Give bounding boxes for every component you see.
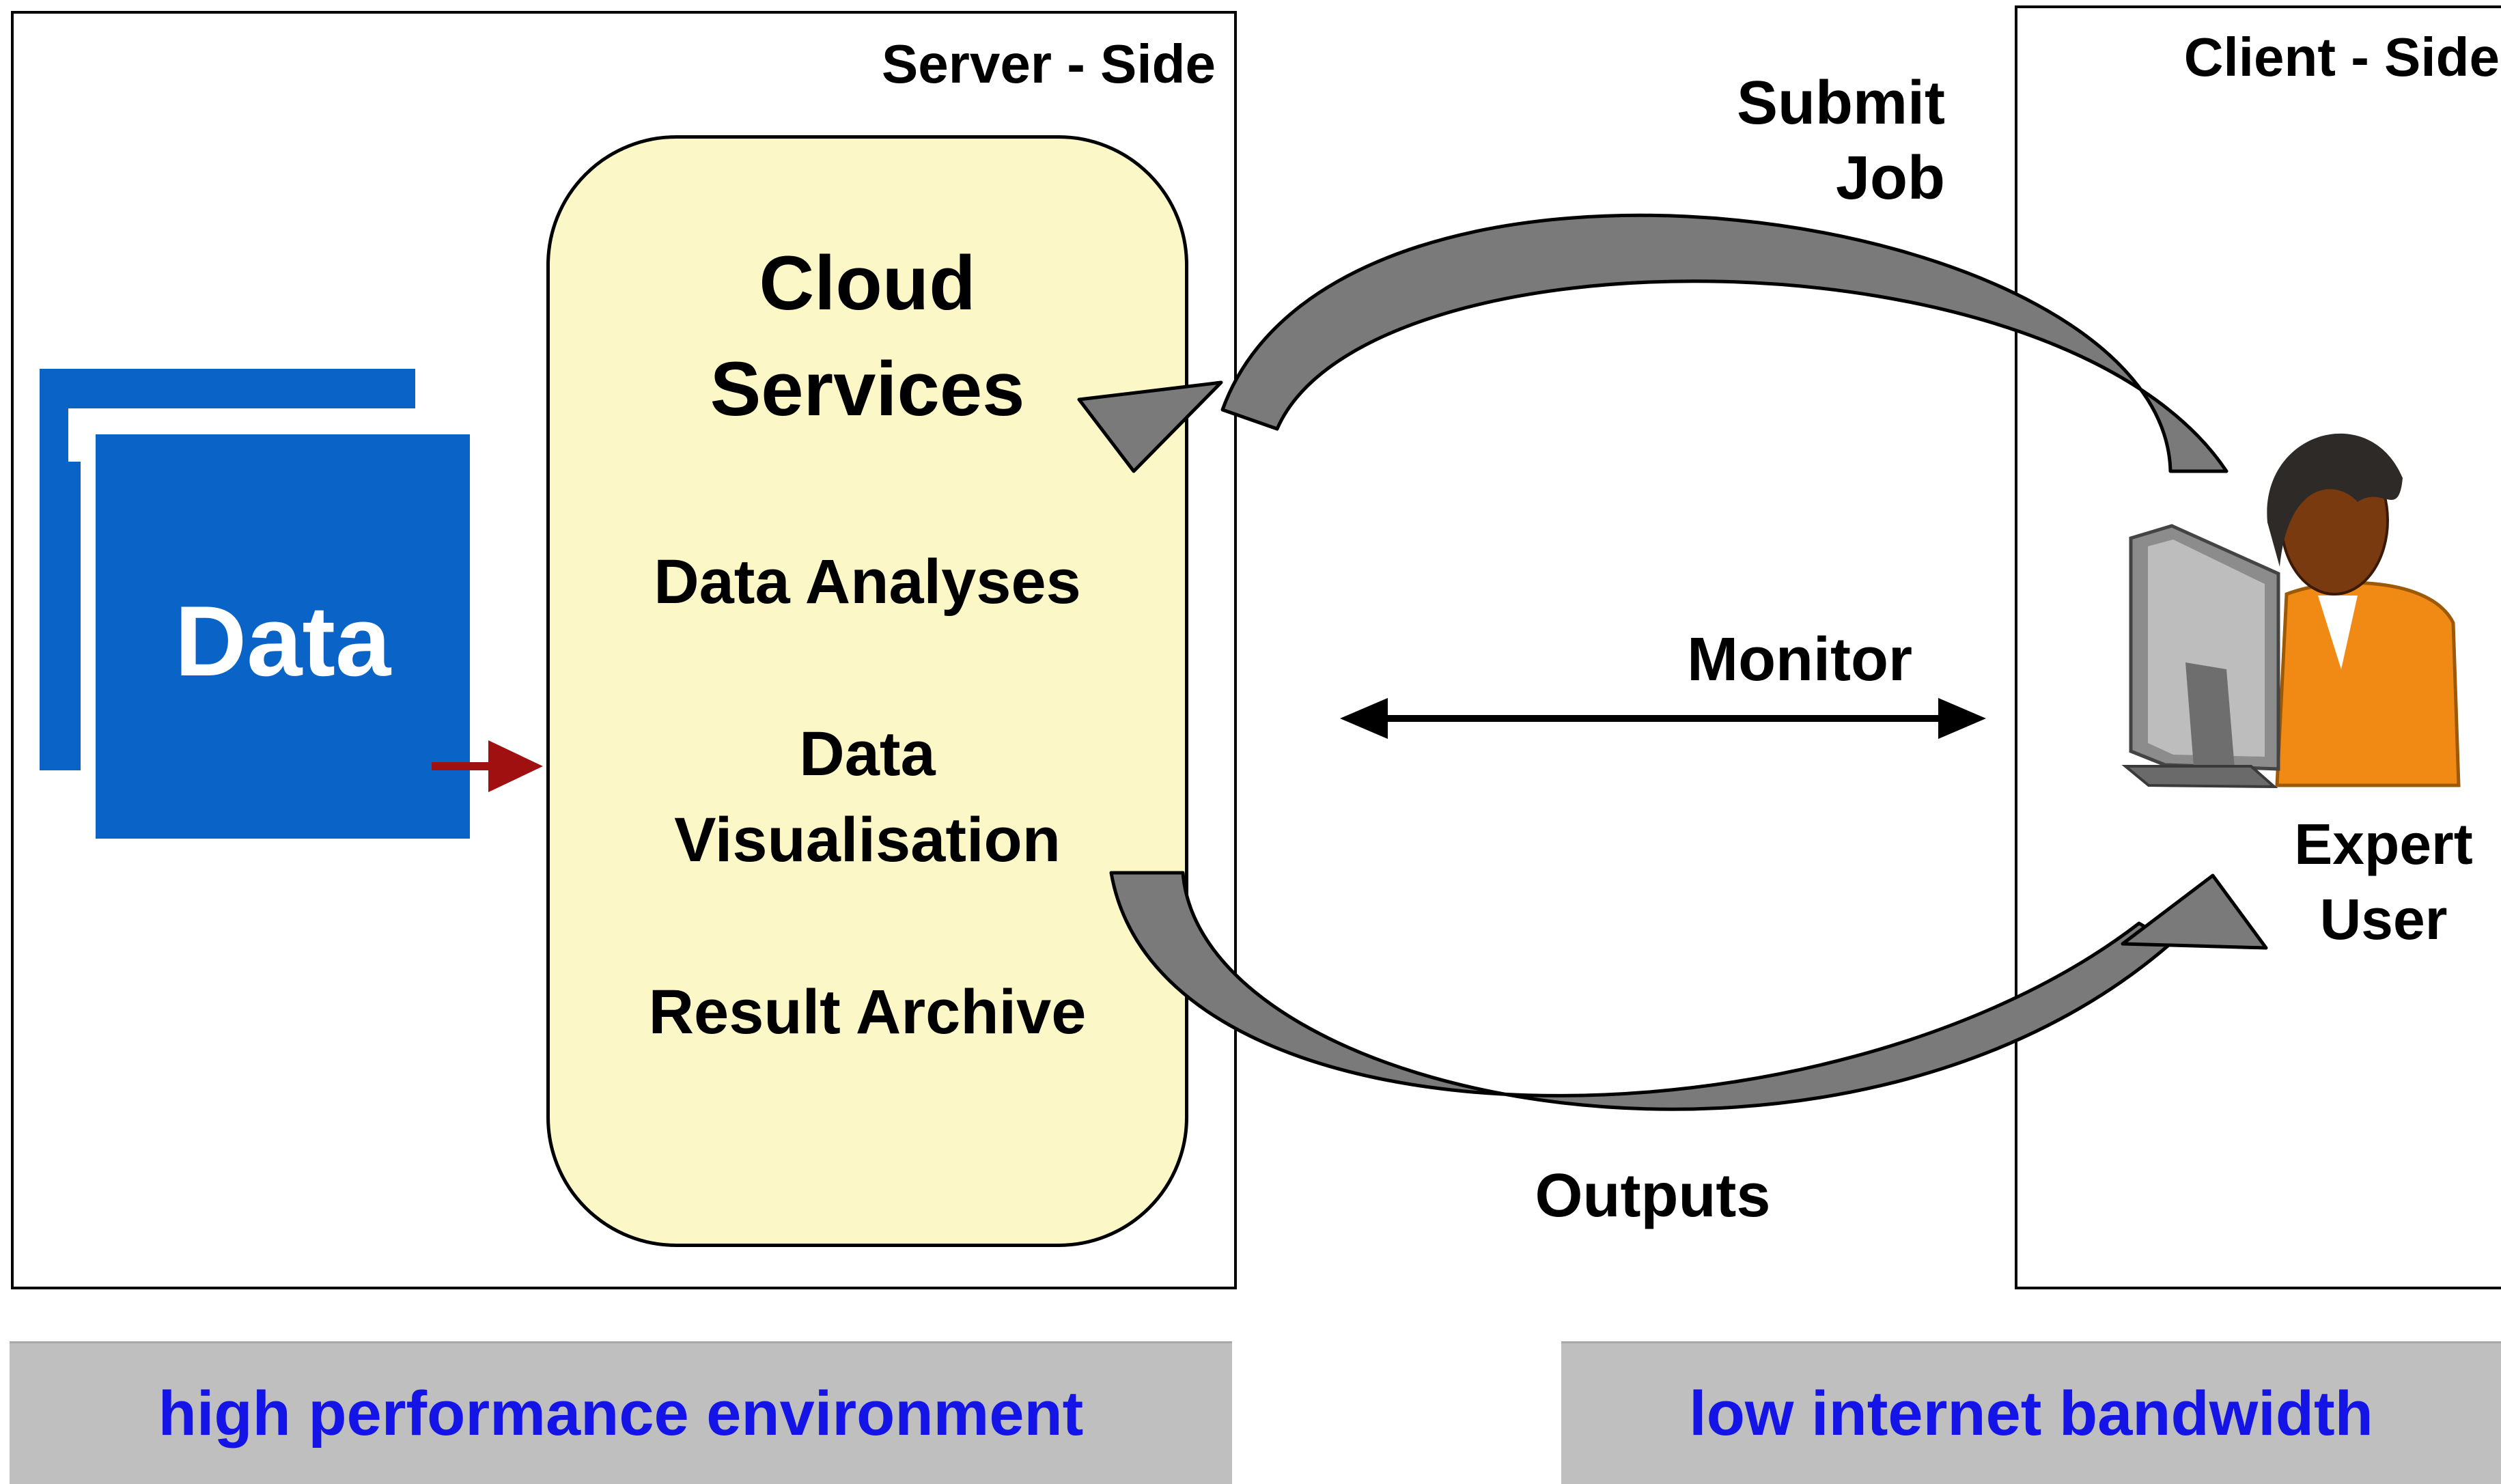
server-side-frame <box>11 11 1237 1289</box>
expert-user-label-line1: Expert <box>2294 812 2473 876</box>
client-side-frame <box>2015 5 2501 1289</box>
footer-left-label: high performance environment <box>158 1378 1084 1448</box>
database-stack-icon <box>27 358 485 847</box>
cloud-services-box <box>546 135 1188 1247</box>
cloud-item-result-archive: Result Archive <box>648 977 1087 1047</box>
cloud-item-data: Data <box>799 719 936 789</box>
footer-band-left: high performance environment <box>10 1341 1232 1484</box>
server-side-label: Server - Side <box>881 33 1216 94</box>
data-store-label: Data <box>174 585 391 697</box>
user-at-computer-icon <box>2121 433 2461 789</box>
cloud-item-data-analyses: Data Analyses <box>654 547 1081 617</box>
footer-right-label: low internet bandwidth <box>1689 1378 2373 1448</box>
expert-user-label-line2: User <box>2319 887 2448 951</box>
data-input-arrow <box>432 740 543 792</box>
submit-job-label-line2: Job <box>1835 144 1945 212</box>
outputs-label: Outputs <box>1535 1162 1771 1230</box>
monitor-double-arrow <box>1340 698 1986 739</box>
client-side-label: Client - Side <box>2183 27 2500 87</box>
monitor-label: Monitor <box>1687 626 1912 694</box>
submit-job-label-line1: Submit <box>1737 69 1945 137</box>
cloud-services-title-line2: Services <box>710 346 1025 432</box>
outputs-arrow <box>1109 871 2268 1111</box>
cloud-item-visualisation: Visualisation <box>674 805 1061 875</box>
cloud-services-title-line1: Cloud <box>759 240 976 326</box>
footer-band-right: low internet bandwidth <box>1561 1341 2501 1484</box>
submit-job-arrow <box>1077 213 2228 473</box>
